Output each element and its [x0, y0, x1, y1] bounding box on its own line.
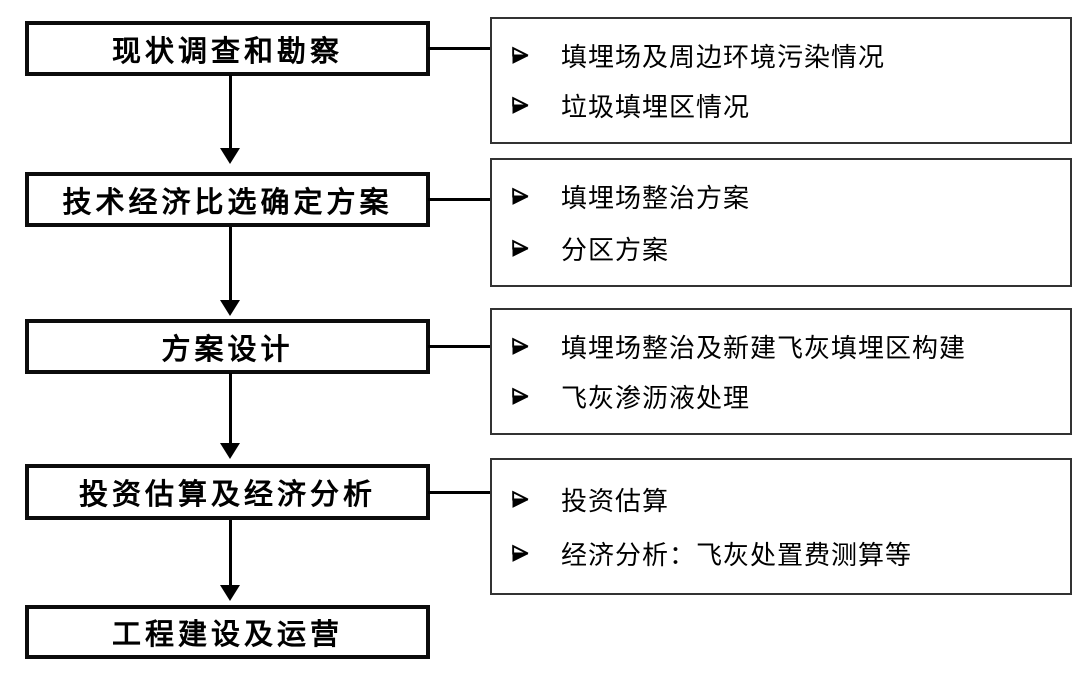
bullet-arrow-icon — [510, 543, 531, 564]
connector-line — [428, 47, 490, 50]
stage-box-construction-operation: 工程建设及运营 — [25, 605, 430, 659]
list-item: 填埋场及周边环境污染情况 — [510, 37, 1060, 74]
list-item: 填埋场整治方案 — [510, 178, 1060, 215]
bullet-arrow-icon — [510, 238, 531, 259]
detail-box-scheme-selection: 填埋场整治方案 分区方案 — [490, 158, 1072, 287]
list-item: 垃圾填埋区情况 — [510, 87, 1060, 124]
list-item: 填埋场整治及新建飞灰填埋区构建 — [510, 328, 1060, 365]
connector-line — [428, 491, 490, 494]
list-item-text: 垃圾填埋区情况 — [561, 93, 751, 123]
list-item-text: 填埋场整治方案 — [561, 184, 751, 214]
stage-box-scheme-selection: 技术经济比选确定方案 — [25, 172, 430, 227]
flow-arrow-line — [229, 75, 232, 148]
arrowhead-down-icon — [220, 148, 240, 164]
stage-label: 工程建设及运营 — [111, 619, 343, 651]
list-item-text: 经济分析：飞灰处置费测算等 — [561, 541, 913, 570]
list-item-text: 投资估算 — [561, 487, 670, 516]
list-item-text: 填埋场及周边环境污染情况 — [561, 42, 886, 72]
connector-line — [428, 198, 490, 201]
stage-label: 方案设计 — [161, 333, 294, 366]
detail-box-scheme-design: 填埋场整治及新建飞灰填埋区构建 飞灰渗沥液处理 — [490, 308, 1072, 435]
arrowhead-down-icon — [220, 443, 240, 459]
list-item: 分区方案 — [510, 230, 1060, 267]
bullet-arrow-icon — [510, 45, 531, 66]
detail-box-survey: 填埋场及周边环境污染情况 垃圾填埋区情况 — [490, 17, 1072, 144]
list-item-text: 填埋场整治及新建飞灰填埋区构建 — [561, 333, 967, 363]
stage-box-survey: 现状调查和勘察 — [25, 21, 430, 76]
stage-label: 投资估算及经济分析 — [78, 479, 376, 511]
connector-line — [428, 345, 490, 348]
bullet-arrow-icon — [510, 95, 531, 116]
bullet-arrow-icon — [510, 489, 531, 510]
list-item-text: 飞灰渗沥液处理 — [561, 384, 751, 414]
list-item: 经济分析：飞灰处置费测算等 — [510, 535, 1060, 572]
list-item: 飞灰渗沥液处理 — [510, 378, 1060, 415]
bullet-arrow-icon — [510, 386, 531, 407]
bullet-arrow-icon — [510, 186, 531, 207]
flow-arrow-line — [229, 373, 232, 443]
arrowhead-down-icon — [220, 300, 240, 316]
arrowhead-down-icon — [220, 585, 240, 601]
flow-arrow-line — [229, 227, 232, 300]
detail-box-investment-analysis: 投资估算 经济分析：飞灰处置费测算等 — [490, 458, 1072, 595]
list-item: 投资估算 — [510, 481, 1060, 518]
stage-label: 技术经济比选确定方案 — [62, 186, 393, 219]
stage-box-scheme-design: 方案设计 — [25, 319, 430, 374]
bullet-arrow-icon — [510, 336, 531, 357]
flow-arrow-line — [229, 520, 232, 585]
stage-box-investment-analysis: 投资估算及经济分析 — [25, 464, 430, 520]
list-item-text: 分区方案 — [561, 235, 670, 265]
stage-label: 现状调查和勘察 — [111, 35, 343, 68]
